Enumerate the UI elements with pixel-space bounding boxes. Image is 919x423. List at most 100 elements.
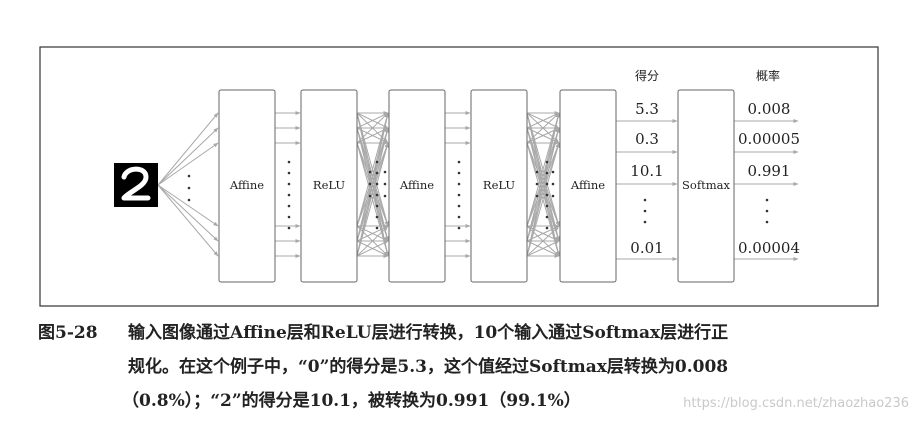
connection-arrow [157, 184, 219, 242]
connection-arrow [356, 112, 389, 227]
connection-arrow [526, 225, 560, 257]
ellipsis-dot [535, 170, 539, 174]
connections [157, 111, 799, 261]
input-image [114, 163, 158, 207]
connection-arrow [526, 127, 560, 257]
ellipsis-dot [535, 182, 539, 186]
connection-arrow [157, 112, 219, 186]
ellipsis-dot [545, 160, 549, 164]
probability-value: 0.00004 [738, 239, 800, 257]
ellipsis-dot [287, 193, 291, 197]
watermark: https://blog.csdn.net/zhaozhao236 [683, 396, 909, 411]
ellipsis-dot [643, 209, 647, 213]
ellipsis-dot [765, 209, 769, 213]
ellipsis-dot [545, 193, 549, 197]
caption-line: 规化。在这个例子中，“0”的得分是5.3，这个值经过Softmax层转换为0.0… [128, 357, 729, 377]
ellipsis-dot [457, 193, 461, 197]
ellipsis-dot [545, 215, 549, 219]
ellipsis-dot [457, 226, 461, 230]
ellipsis-dot [457, 171, 461, 175]
ellipsis-dot [551, 170, 555, 174]
ellipsis-dot [375, 182, 379, 186]
connection-arrow [356, 225, 389, 257]
ellipsis-dot [545, 182, 549, 186]
ellipsis-dot [187, 174, 191, 178]
ellipsis-dot [375, 226, 379, 230]
caption-line: （0.8%）；“2”的得分是10.1，被转换为0.991（99.1%） [122, 391, 581, 411]
score-value: 0.3 [635, 130, 659, 148]
connection-arrow [157, 142, 219, 186]
ellipsis-dot [187, 186, 191, 190]
connection-arrow [157, 127, 219, 186]
score-value: 0.01 [630, 239, 663, 257]
caption-line: 输入图像通过Affine层和ReLU层进行转换，10个输入通过Softmax层进… [128, 323, 729, 343]
connection-arrow [356, 112, 389, 144]
ellipsis-dot [535, 194, 539, 198]
connection-arrow [526, 112, 560, 129]
ellipsis-dot [368, 194, 372, 198]
connection-arrow [526, 142, 560, 257]
ellipsis-dot [457, 182, 461, 186]
layer-label: Affine [399, 178, 434, 192]
ellipsis-dot [375, 215, 379, 219]
connection-arrow [356, 112, 389, 129]
ellipsis-dot [765, 220, 769, 224]
ellipsis-dot [287, 171, 291, 175]
ellipsis-dot [287, 160, 291, 164]
probability-value: 0.991 [748, 162, 791, 180]
layer-box [559, 89, 617, 283]
probability-value: 0.00005 [738, 130, 800, 148]
connection-arrow [526, 112, 560, 257]
layer-box [470, 89, 528, 283]
ellipsis-dot [551, 194, 555, 198]
ellipsis-dot [457, 160, 461, 164]
ellipsis-dot [457, 215, 461, 219]
connection-arrow [356, 112, 390, 257]
header-scores: 得分 [635, 68, 659, 83]
ellipsis-dot [375, 193, 379, 197]
connection-arrow [526, 112, 560, 242]
connection-arrow [356, 112, 389, 242]
score-value: 10.1 [630, 162, 663, 180]
layer-label: Affine [570, 178, 605, 192]
layer-box [218, 89, 276, 283]
ellipsis-dot [187, 198, 191, 202]
ellipsis-dot [287, 182, 291, 186]
score-value: 5.3 [635, 100, 659, 118]
ellipsis-dot [368, 182, 372, 186]
ellipsis-dot [383, 194, 387, 198]
ellipsis-dot [383, 170, 387, 174]
ellipsis-dot [551, 182, 555, 186]
ellipsis-dot [545, 226, 549, 230]
ellipsis-dot [643, 198, 647, 202]
probability-value: 0.008 [748, 100, 791, 118]
ellipsis-dot [765, 198, 769, 202]
ellipsis-dot [375, 160, 379, 164]
header-probabilities: 概率 [756, 68, 780, 83]
connection-arrow [526, 112, 560, 227]
connection-arrow [157, 184, 219, 227]
connection-arrow [526, 240, 560, 257]
ellipsis-dot [545, 171, 549, 175]
layer-box [388, 89, 446, 283]
connection-arrow [356, 127, 389, 257]
figure-label: 图5-28 [38, 323, 98, 343]
ellipsis-dot [287, 226, 291, 230]
ellipsis-dots [187, 160, 769, 230]
layer-label: ReLU [483, 178, 515, 192]
layer-label: ReLU [313, 178, 345, 192]
ellipsis-dot [545, 204, 549, 208]
ellipsis-dot [287, 204, 291, 208]
ellipsis-dot [457, 204, 461, 208]
ellipsis-dot [375, 171, 379, 175]
layer-label: Affine [229, 178, 264, 192]
connection-arrow [157, 184, 219, 257]
layer-box [300, 89, 358, 283]
ellipsis-dot [383, 182, 387, 186]
diagram-frame [39, 46, 879, 307]
ellipsis-dot [287, 215, 291, 219]
connection-arrow [356, 240, 389, 257]
connection-arrow [526, 112, 560, 144]
